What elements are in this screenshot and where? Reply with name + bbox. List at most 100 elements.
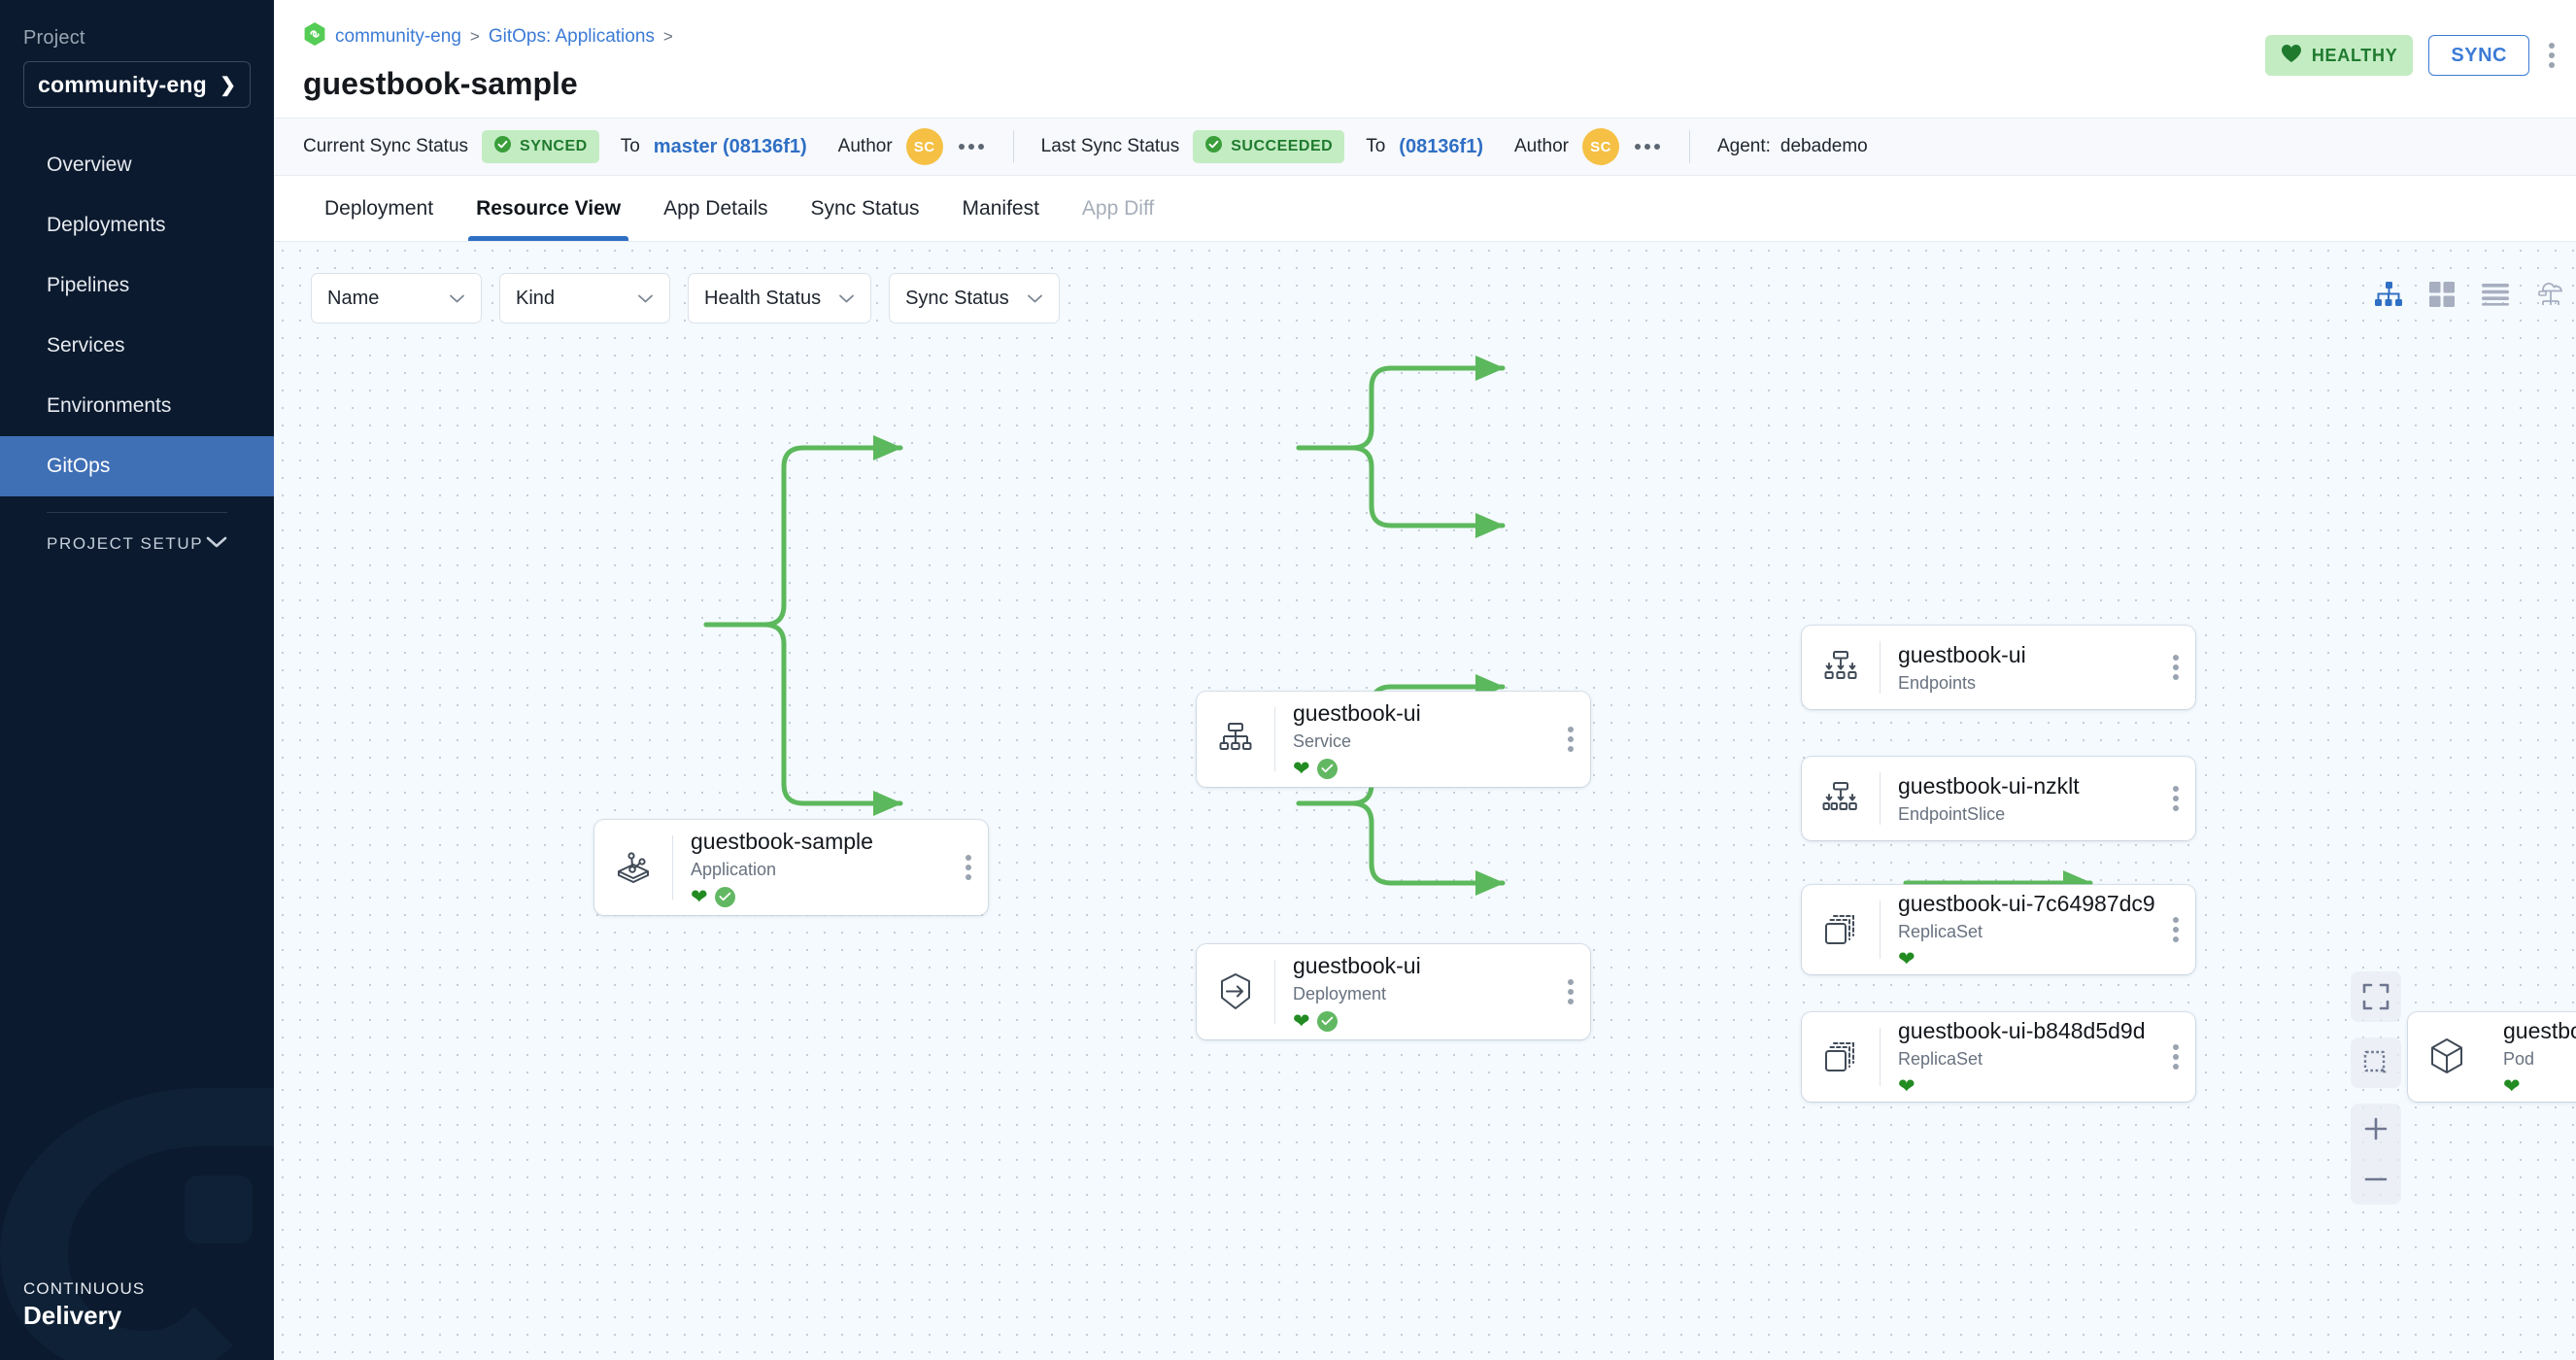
node-kind: Service <box>1293 731 1352 751</box>
zoom-out-icon[interactable] <box>2351 1154 2401 1205</box>
node-body: guestbook-ui-b848d5d9d ReplicaSet ❤ <box>1881 1012 2156 1102</box>
check-circle-icon <box>1316 1010 1338 1032</box>
zoom-in-icon[interactable] <box>2351 1104 2401 1154</box>
node-overflow-menu-icon[interactable] <box>2156 885 2195 974</box>
node-divider <box>1880 641 1881 694</box>
graph-node-deployment[interactable]: guestbook-ui Deployment ❤ <box>1197 944 1590 1039</box>
graph-node-application[interactable]: guestbook-sample Application ❤ <box>594 820 988 915</box>
sidebar-item-deployments[interactable]: Deployments <box>0 195 274 255</box>
network-view-icon[interactable] <box>2535 281 2566 308</box>
sidebar-project-label: Project <box>23 27 85 49</box>
node-body: guestbook-sample Application ❤ <box>673 820 949 915</box>
node-status: ❤ <box>691 886 949 907</box>
node-overflow-menu-icon[interactable] <box>1551 944 1590 1039</box>
node-title: guestbook-ui-7c64987dc9 <box>1898 891 2155 917</box>
agent-label: Agent: <box>1716 136 1771 156</box>
node-overflow-menu-icon[interactable] <box>2156 1012 2195 1102</box>
last-sync-status-value: SUCCEEDED <box>1231 138 1334 154</box>
tab-label: App Details <box>663 196 768 220</box>
graph-node-replicaset-b848d5d9d[interactable]: guestbook-ui-b848d5d9d ReplicaSet ❤ <box>1802 1012 2195 1102</box>
grid-view-icon[interactable] <box>2428 281 2456 308</box>
heart-icon: ❤ <box>1293 1009 1310 1033</box>
filter-name[interactable]: Name <box>311 273 482 323</box>
node-status: ❤ <box>2503 1076 2576 1097</box>
current-sync-overflow-icon[interactable] <box>957 138 986 155</box>
filter-sync-status[interactable]: Sync Status <box>889 273 1061 323</box>
sidebar-item-services[interactable]: Services <box>0 316 274 376</box>
tab-label: App Diff <box>1081 196 1155 220</box>
list-view-icon[interactable] <box>2481 283 2510 306</box>
sidebar-item-pipelines[interactable]: Pipelines <box>0 255 274 316</box>
node-title: guestbook-ui <box>1293 953 1421 979</box>
check-circle-icon <box>714 886 735 907</box>
tree-view-icon[interactable] <box>2374 281 2403 308</box>
node-overflow-menu-icon[interactable] <box>949 820 988 915</box>
sidebar-nav: Overview Deployments Pipelines Services … <box>0 135 274 496</box>
node-body: guestbook-ui Deployment ❤ <box>1275 944 1551 1039</box>
current-sync-revision-link[interactable]: master (08136f1) <box>653 135 807 157</box>
graph-node-replicaset-7c64987dc9[interactable]: guestbook-ui-7c64987dc9 ReplicaSet ❤ <box>1802 885 2195 974</box>
graph-node-endpoints[interactable]: guestbook-ui Endpoints <box>1802 626 2195 709</box>
tab-label: Deployment <box>324 196 434 220</box>
graph-node-endpointslice[interactable]: guestbook-ui-nzklt EndpointSlice <box>1802 757 2195 840</box>
heart-icon <box>2281 44 2302 68</box>
sidebar-project-setup-label: PROJECT SETUP <box>47 534 204 553</box>
replicaset-icon <box>1802 1012 1880 1102</box>
last-sync-overflow-icon[interactable] <box>1633 138 1662 155</box>
chevron-down-icon <box>449 288 465 310</box>
service-icon <box>1197 692 1274 787</box>
header-overflow-menu-icon[interactable] <box>2545 39 2559 72</box>
select-area-icon[interactable] <box>2351 1037 2401 1088</box>
node-overflow-menu-icon[interactable] <box>2156 757 2195 840</box>
node-kind: ReplicaSet <box>1898 1048 1983 1069</box>
fit-screen-icon[interactable] <box>2351 971 2401 1022</box>
node-status: ❤ <box>1293 1009 1551 1033</box>
tab-manifest[interactable]: Manifest <box>941 176 1061 241</box>
replicaset-icon <box>1802 885 1880 974</box>
filter-health-status[interactable]: Health Status <box>688 273 872 323</box>
header-actions: HEALTHY SYNC <box>2264 35 2559 76</box>
graph-node-pod[interactable]: guestbook-ui-b848d5d9… Pod ❤ <box>2408 1012 2576 1102</box>
sidebar-item-environments[interactable]: Environments <box>0 376 274 436</box>
node-kind: EndpointSlice <box>1898 803 2006 824</box>
node-title: guestbook-ui <box>1898 642 2026 668</box>
pod-icon <box>2408 1012 2486 1102</box>
sidebar-item-gitops[interactable]: GitOps <box>0 436 274 496</box>
sidebar-footer-top: CONTINUOUS <box>23 1279 146 1298</box>
tab-label: Manifest <box>962 196 1039 220</box>
node-overflow-menu-icon[interactable] <box>2156 626 2195 709</box>
graph-node-service[interactable]: guestbook-ui Service ❤ <box>1197 692 1590 787</box>
tab-app-details[interactable]: App Details <box>642 176 789 241</box>
resource-graph-canvas[interactable]: Name Kind Health Status Sync Status <box>274 242 2576 1360</box>
endpointslice-icon <box>1802 757 1880 840</box>
node-kind: Application <box>691 859 777 879</box>
breadcrumb-separator: > <box>469 27 480 46</box>
breadcrumb-item-applications[interactable]: GitOps: Applications <box>488 26 655 47</box>
tab-deployment[interactable]: Deployment <box>303 176 455 241</box>
main-content: community-eng > GitOps: Applications > g… <box>274 0 2576 1360</box>
node-overflow-menu-icon[interactable] <box>1551 692 1590 787</box>
project-selector-name: community-eng <box>38 71 207 97</box>
node-body: guestbook-ui-b848d5d9… Pod ❤ <box>2486 1012 2576 1102</box>
filter-label: Name <box>327 287 380 309</box>
node-divider <box>1880 1028 1881 1086</box>
tab-label: Resource View <box>476 196 622 220</box>
project-selector[interactable]: community-eng ❯ <box>23 61 251 108</box>
status-badge-label: HEALTHY <box>2311 45 2398 65</box>
tab-sync-status[interactable]: Sync Status <box>789 176 940 241</box>
sidebar-item-overview[interactable]: Overview <box>0 135 274 195</box>
last-sync-revision-link[interactable]: (08136f1) <box>1399 135 1483 157</box>
node-title: guestbook-ui-b848d5d9… <box>2503 1018 2576 1044</box>
sidebar-divider <box>47 512 227 513</box>
tab-resource-view[interactable]: Resource View <box>455 176 642 241</box>
sidebar-project-setup[interactable]: PROJECT SETUP <box>0 534 274 554</box>
avatar: SC <box>905 128 943 165</box>
breadcrumb-item-project[interactable]: community-eng <box>335 26 461 47</box>
filter-kind[interactable]: Kind <box>499 273 670 323</box>
status-divider <box>1688 130 1690 163</box>
sidebar-item-label: Environments <box>47 394 172 417</box>
chevron-down-icon <box>206 534 227 554</box>
chevron-right-icon: ❯ <box>220 74 236 96</box>
current-sync-status-label: Current Sync Status <box>303 136 469 156</box>
sync-button[interactable]: SYNC <box>2428 35 2529 76</box>
